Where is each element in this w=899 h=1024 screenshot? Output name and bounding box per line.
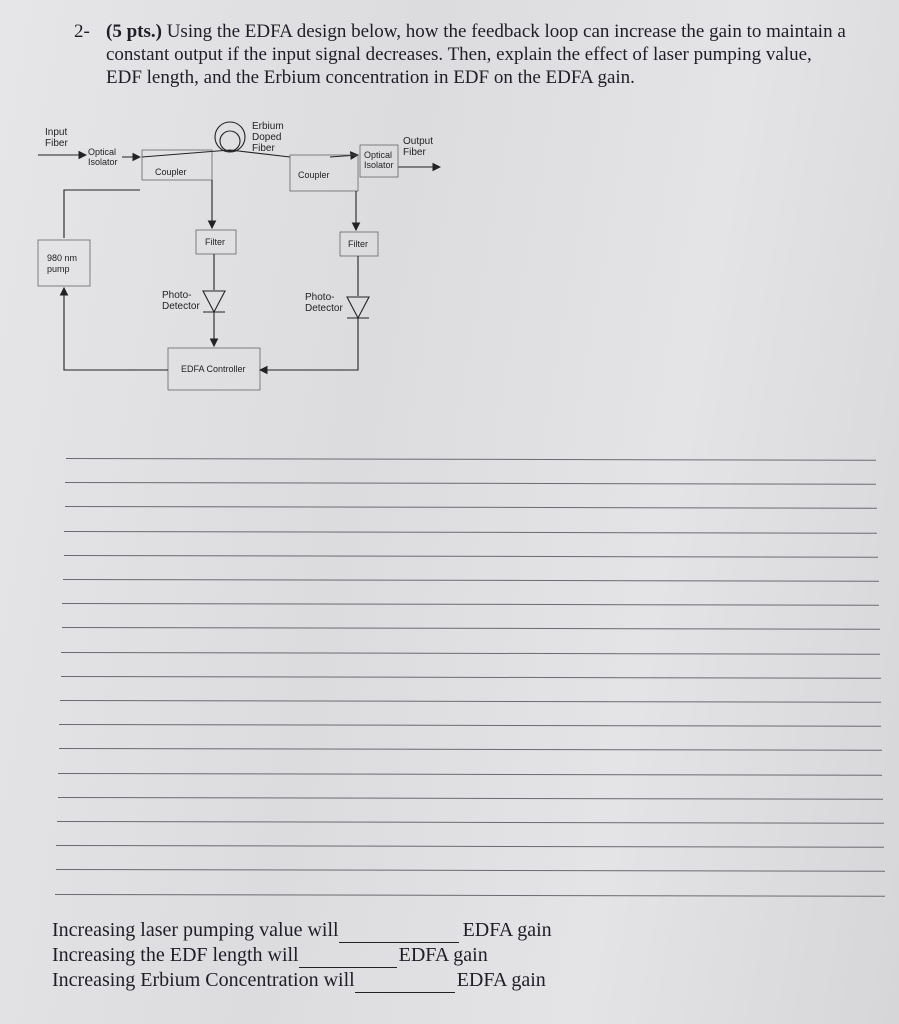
optical-isolator-1-label: Optical Isolator [88,147,118,167]
answer-line[interactable] [56,821,884,825]
answer-line[interactable] [60,675,881,679]
question-number: 2- [74,21,90,42]
filter-1-label: Filter [205,237,225,247]
answer-line[interactable] [55,893,885,897]
optical-isolator-2-label: Optical Isolator [364,150,394,170]
photodetector-1-label: Photo- Detector [162,290,200,312]
answer-line[interactable] [59,724,882,728]
coupler-1-label: Coupler [155,167,187,177]
fill-in-pumping-blank[interactable] [338,918,459,943]
fill-in-pumping: Increasing laser pumping value will EDFA… [52,918,552,943]
fill-in-length: Increasing the EDF length will EDFA gain [52,943,488,968]
answer-line[interactable] [65,458,876,462]
answer-line[interactable] [55,869,885,873]
question-text: (5 pts.) Using the EDFA design below, ho… [106,20,846,89]
question-points: (5 pts.) [106,21,162,42]
answer-line[interactable] [61,627,880,631]
answer-line[interactable] [65,482,877,486]
answer-line[interactable] [61,651,880,655]
answer-line[interactable] [59,700,881,704]
fill-in-concentration: Increasing Erbium Concentration will EDF… [52,968,546,993]
fill-in-concentration-prefix: Increasing Erbium Concentration will [52,969,355,991]
answer-line[interactable] [56,845,884,849]
edfa-diagram: Input Fiber Optical Isolator Coupler Erb… [0,100,520,420]
answer-line[interactable] [57,796,883,800]
answer-line[interactable] [62,579,879,583]
fill-in-pumping-suffix: EDFA gain [462,919,552,941]
photodetector-2-label: Photo- Detector [305,292,343,314]
pump-label: 980 nm pump [47,253,78,274]
fill-in-concentration-blank[interactable] [354,968,455,993]
answer-line[interactable] [58,748,882,752]
fill-in-length-suffix: EDFA gain [398,944,488,966]
fill-in-pumping-prefix: Increasing laser pumping value will [52,919,339,941]
filter-2-label: Filter [348,239,368,249]
fill-in-length-prefix: Increasing the EDF length will [52,944,299,966]
answer-line[interactable] [64,530,878,534]
fill-in-concentration-suffix: EDFA gain [456,969,546,991]
output-fiber-label: Output Fiber [403,136,434,158]
input-fiber-label: Input Fiber [45,127,68,149]
answer-line[interactable] [62,603,879,607]
erbium-doped-fiber-label: Erbium Doped Fiber [252,121,284,154]
answer-line[interactable] [64,506,877,510]
diagram-lines [37,121,442,391]
answer-line[interactable] [58,772,883,776]
coupler-2-label: Coupler [298,170,330,180]
question-prompt: Using the EDFA design below, how the fee… [106,21,846,88]
answer-line[interactable] [63,554,878,558]
fill-in-length-blank[interactable] [298,943,397,968]
controller-label: EDFA Controller [181,364,246,374]
